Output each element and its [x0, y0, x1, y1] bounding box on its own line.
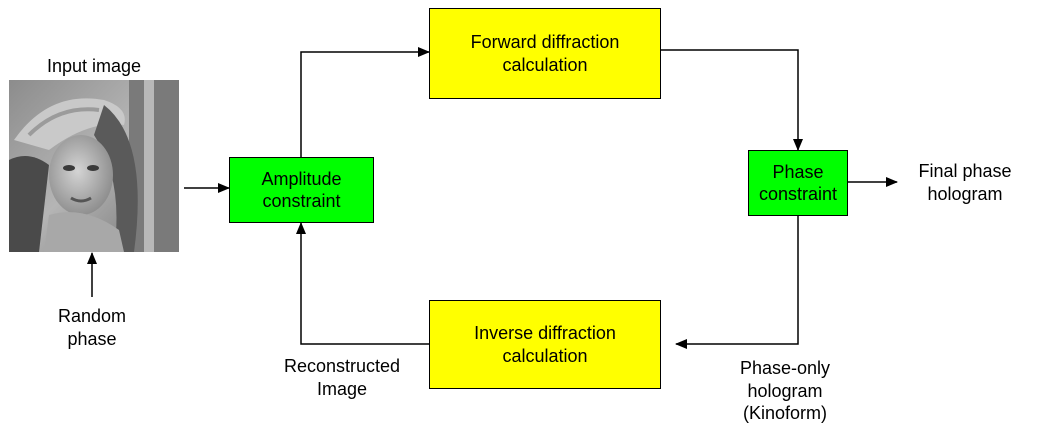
- arrow-inverse-to-amplitude: [296, 222, 429, 345]
- final-phase-hologram-label: Final phase hologram: [918, 161, 1012, 204]
- arrow-phase-to-inverse: [675, 216, 799, 349]
- phase-constraint-box: Phase constraint: [748, 150, 848, 216]
- input-image-photo: [9, 80, 179, 252]
- input-image-label: Input image: [46, 56, 142, 76]
- random-phase-label: Random phase: [57, 306, 127, 349]
- forward-diffraction-box: Forward diffraction calculation: [429, 8, 661, 99]
- inverse-diffraction-box: Inverse diffraction calculation: [429, 300, 661, 389]
- arrow-forward-to-phase: [660, 49, 803, 151]
- amplitude-constraint-box: Amplitude constraint: [229, 157, 374, 223]
- reconstructed-image-label: Reconstructed Image: [283, 356, 401, 399]
- arrow-amplitude-to-forward: [300, 47, 430, 157]
- phase-only-hologram-label: Phase-only hologram (Kinoform): [739, 358, 831, 423]
